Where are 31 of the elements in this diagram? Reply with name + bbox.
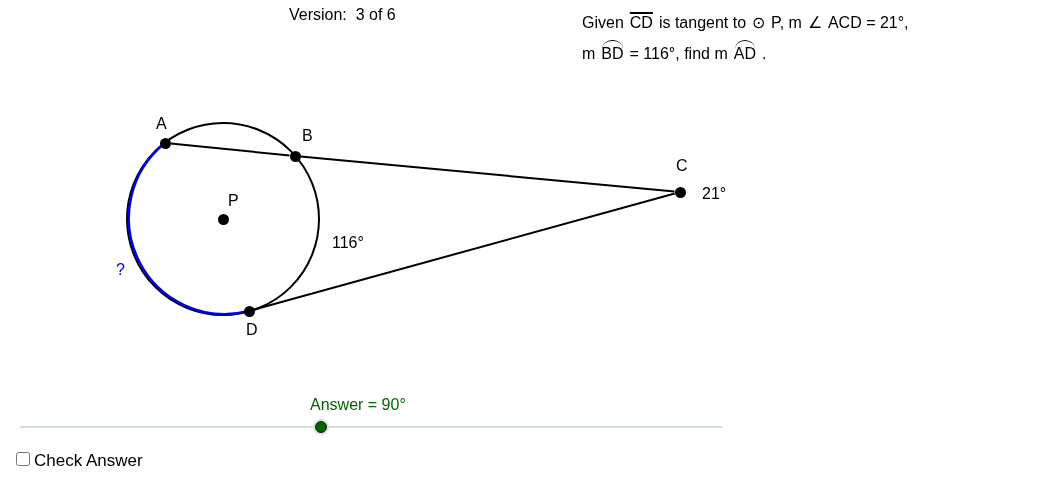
angle-symbol: ∠ [807, 13, 822, 33]
point-label: D [246, 321, 258, 340]
point-label: C [676, 157, 688, 176]
line-segment [253, 192, 676, 311]
point [289, 150, 301, 162]
problem-text: ACD = 21°, [827, 13, 909, 33]
point [243, 305, 255, 317]
problem-text: m [582, 44, 596, 64]
problem-text: P, m [771, 13, 802, 33]
arc-label: 116° [332, 234, 364, 253]
line-segment [299, 155, 676, 193]
point-label: B [302, 127, 313, 146]
circle-symbol: ⊙ [752, 13, 766, 33]
point [674, 186, 686, 198]
segment-name: CD [629, 13, 653, 33]
problem-text: is tangent to [658, 13, 747, 33]
problem-text: . [761, 44, 767, 64]
problem-text: = 116°, find m [629, 44, 728, 64]
answer-label: Answer = 90° [310, 396, 406, 415]
checkbox-label: Check Answer [34, 451, 143, 471]
line-segment [169, 142, 291, 157]
problem-text: Given [582, 13, 624, 33]
arc-name: BD [601, 38, 624, 64]
point [217, 213, 229, 225]
point [159, 137, 171, 149]
unknown-arc-label: ? [116, 261, 125, 280]
version-text: Version: 3 of 6 [289, 6, 396, 25]
angle-label: 21° [702, 185, 727, 204]
point-label: A [156, 115, 167, 134]
point-label: P [228, 192, 239, 211]
arc-name: AD [733, 38, 756, 64]
